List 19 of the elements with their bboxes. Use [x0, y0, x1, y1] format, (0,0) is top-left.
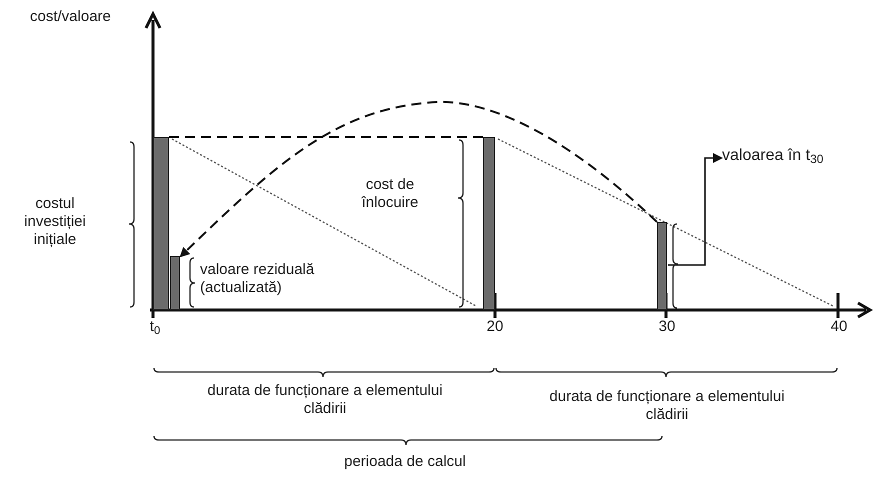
cost-bar — [170, 256, 180, 310]
bracket-label: valoare reziduală (actualizată) — [200, 261, 316, 297]
arrow — [668, 153, 723, 266]
value-label: valoarea în t$_{30}$ — [722, 146, 824, 166]
bracket-label: costul investiției inițiale — [23, 195, 87, 249]
tick-label: t$_{0}$ — [148, 318, 162, 336]
cost-bar — [483, 137, 495, 310]
tick-label: 40 — [830, 318, 848, 336]
cost-bar — [153, 137, 169, 310]
tick-label: 20 — [486, 318, 504, 336]
bracket-label: durata de funcționare a elementului clădirii — [206, 382, 444, 418]
bracket-label: cost de înlocuire — [360, 176, 420, 212]
tick-label: 30 — [658, 318, 676, 336]
bracket-label: perioada de calcul — [343, 453, 467, 471]
axis-label: cost/valoare — [30, 8, 112, 26]
bracket-label: durata de funcționare a elementului clădirii — [548, 388, 786, 424]
cost-bar — [657, 222, 667, 310]
connector-line — [169, 136, 483, 138]
arrow — [180, 100, 658, 258]
